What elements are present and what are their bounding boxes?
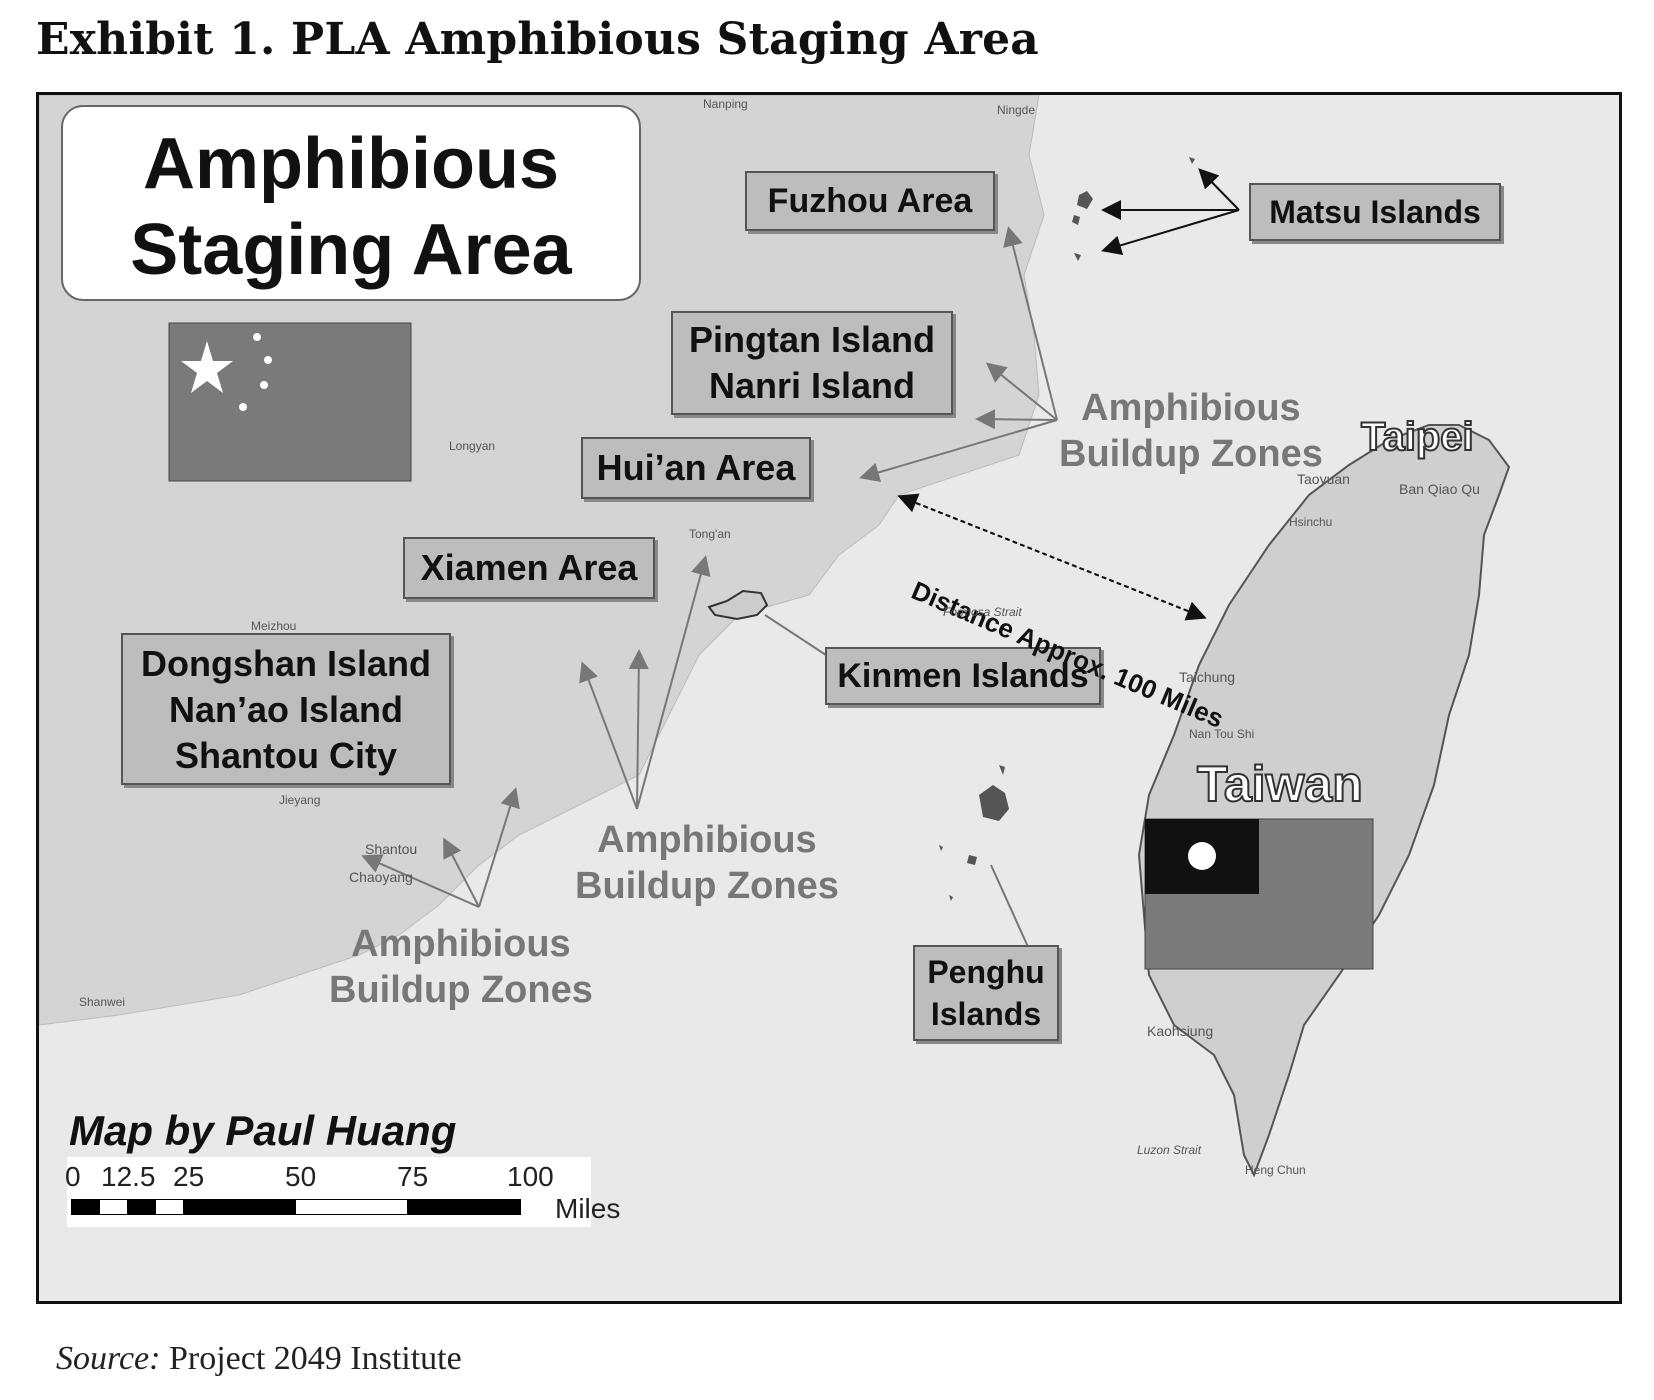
map-credit: Map by Paul Huang [69, 1107, 457, 1154]
source-line: Source: Project 2049 Institute [56, 1340, 462, 1378]
place-jieyang: Jieyang [279, 793, 321, 807]
place-tongan: Tong'an [689, 527, 731, 541]
scale-tick-0: 0 [65, 1161, 81, 1192]
scale-seg-2 [99, 1199, 129, 1215]
label-matsu-islands: Matsu Islands [1249, 183, 1501, 241]
zones-north: Amphibious Buildup Zones [1059, 387, 1323, 475]
scale-tick-100: 100 [507, 1161, 554, 1192]
scale-tick-75: 75 [397, 1161, 429, 1192]
place-taichung: Taichung [1179, 669, 1236, 685]
place-formosa-strait: Formosa Strait [943, 605, 1022, 619]
zones-middle: Amphibious Buildup Zones [575, 819, 839, 907]
label-kinmen-islands: Kinmen Islands [825, 647, 1101, 705]
label-pingtan-nanri: Pingtan Island Nanri Island [671, 311, 953, 415]
place-chaoyang: Chaoyang [349, 869, 413, 885]
scale-seg-3 [127, 1199, 157, 1215]
kinmen-island [707, 589, 769, 621]
place-shantou: Shantou [365, 841, 418, 857]
place-kaohsiung: Kaohsiung [1147, 1023, 1214, 1039]
label-dongshan-naao-shantou: Dongshan Island Nan’ao Island Shantou Ci… [121, 633, 451, 785]
scale-seg-6 [295, 1199, 409, 1215]
label-xiamen-area: Xiamen Area [403, 537, 655, 599]
scale-seg-4 [155, 1199, 185, 1215]
label-penghu-islands: Penghu Islands [913, 945, 1059, 1041]
label-taipei: Taipei [1360, 414, 1475, 460]
place-longyan: Longyan [449, 439, 496, 453]
place-banqiao: Ban Qiao Qu [1399, 481, 1480, 497]
source-label: Source: [56, 1340, 161, 1377]
place-ningde: Ningde [997, 103, 1036, 117]
scale-tick-25: 25 [173, 1161, 205, 1192]
place-luzon-strait: Luzon Strait [1137, 1143, 1202, 1157]
source-text: Project 2049 Institute [160, 1340, 462, 1377]
taiwan-landmass [1137, 424, 1511, 1178]
place-hengchun: Heng Chun [1245, 1163, 1306, 1177]
place-shanwei: Shanwei [79, 995, 126, 1009]
place-nanping: Nanping [703, 97, 748, 111]
exhibit-title: Exhibit 1. PLA Amphibious Staging Area [36, 14, 1039, 65]
place-nantou: Nan Tou Shi [1189, 727, 1255, 741]
scale-seg-5 [183, 1199, 297, 1215]
map-frame: Amphibious Staging Area Fuzhou Area Mats… [36, 92, 1622, 1304]
scale-bar: 0 12.5 25 50 75 100 Miles [65, 1157, 620, 1227]
zones-south: Amphibious Buildup Zones [329, 923, 593, 1011]
map-title-box: Amphibious Staging Area [61, 105, 641, 301]
taiwan-flag-sun [1188, 842, 1216, 870]
place-meizhou: Meizhou [251, 619, 297, 633]
scale-unit: Miles [555, 1193, 621, 1224]
scale-tick-50: 50 [285, 1161, 317, 1192]
scale-seg-7 [407, 1199, 521, 1215]
label-huian-area: Hui’an Area [581, 437, 811, 499]
penghu-islands [939, 765, 1009, 901]
label-taiwan: Taiwan [1196, 755, 1364, 813]
map-title-line-2: Staging Area [130, 210, 572, 290]
china-flag-big-star [181, 341, 233, 393]
map-title-line-1: Amphibious [143, 124, 559, 204]
place-taoyuan: Taoyuan [1297, 471, 1350, 487]
scale-tick-12-5: 12.5 [101, 1161, 156, 1192]
label-fuzhou-area: Fuzhou Area [745, 171, 995, 231]
china-flag [168, 322, 412, 482]
place-hsinchu: Hsinchu [1289, 515, 1333, 529]
scale-seg-1 [71, 1199, 101, 1215]
